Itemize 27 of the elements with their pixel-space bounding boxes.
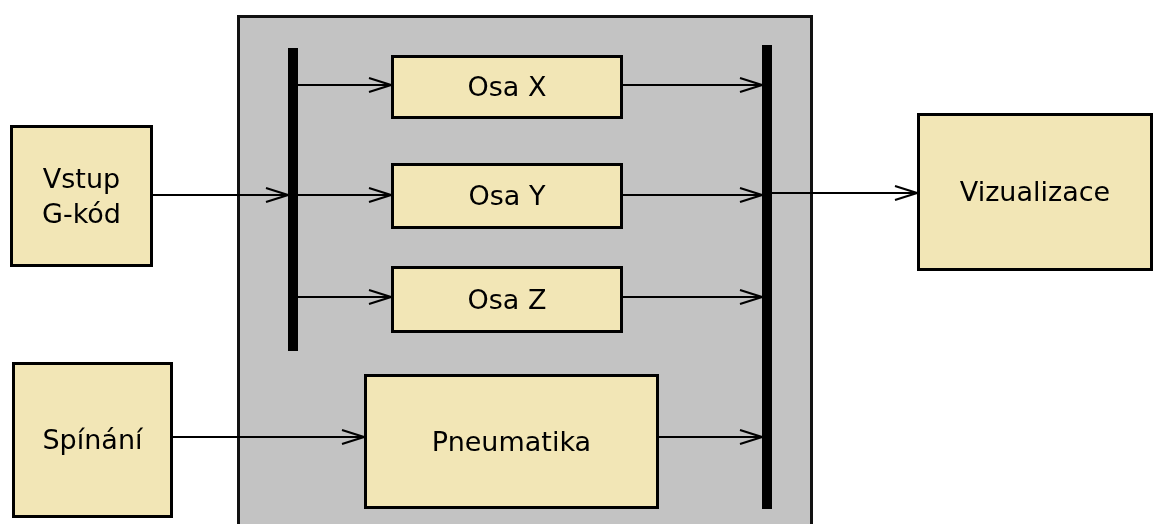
arrow xyxy=(297,187,392,203)
arrow xyxy=(297,77,392,93)
arrow xyxy=(622,289,763,305)
junction-bar xyxy=(288,48,298,351)
arrow xyxy=(622,187,763,203)
box-label: Osa X xyxy=(467,70,547,105)
arrow xyxy=(297,289,392,305)
arrow xyxy=(771,185,918,201)
box-label: Spínání xyxy=(42,423,143,458)
process-box xyxy=(917,113,1153,271)
box-label: Pneumatika xyxy=(431,424,592,459)
process-box xyxy=(12,362,173,518)
junction-bar xyxy=(762,45,772,509)
box-label: Vizualizace xyxy=(959,175,1111,210)
process-box xyxy=(391,266,623,333)
process-box xyxy=(364,374,659,509)
arrow xyxy=(658,429,763,445)
arrow xyxy=(172,429,365,445)
arrow xyxy=(622,77,763,93)
box-label: Osa Y xyxy=(468,179,546,214)
process-box xyxy=(391,163,623,229)
process-box xyxy=(10,125,153,267)
process-box xyxy=(391,55,623,119)
box-label: Osa Z xyxy=(467,282,547,317)
arrow xyxy=(152,187,289,203)
module-panel xyxy=(237,15,813,524)
box-label: Vstup G-kód xyxy=(41,161,122,231)
